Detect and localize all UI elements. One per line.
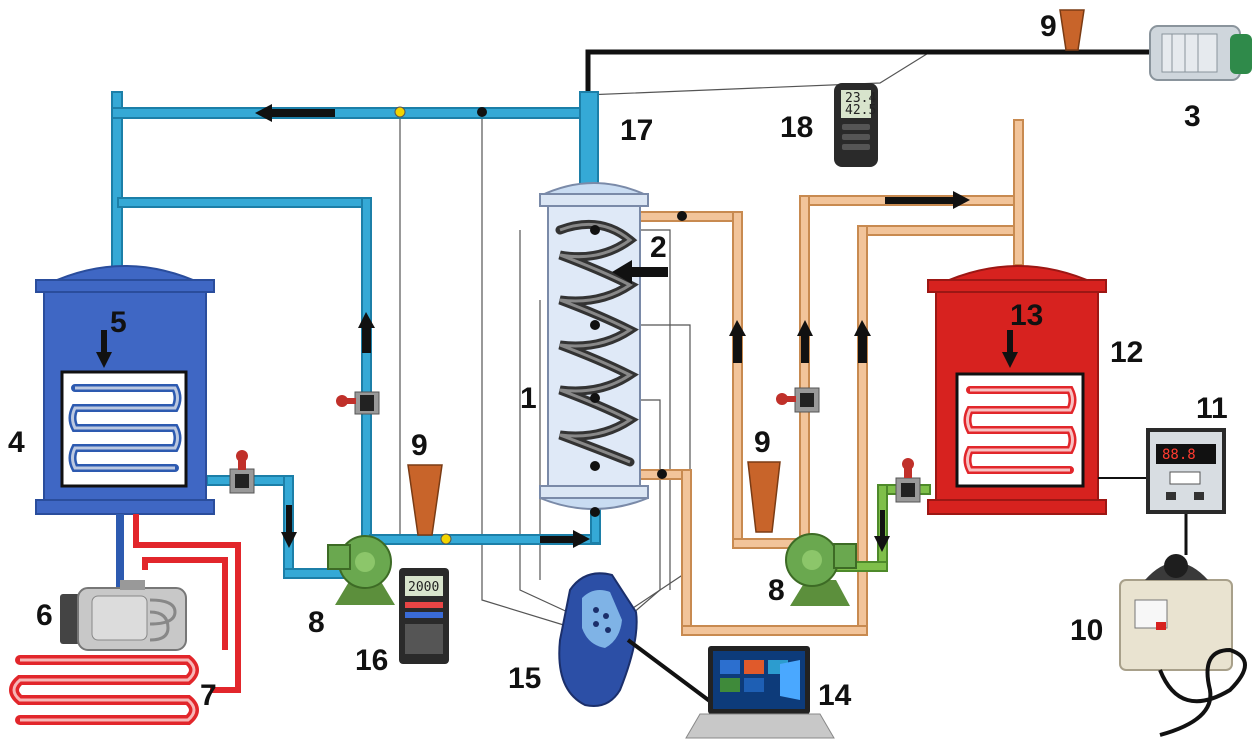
hot-tank-indicator-arrow — [1002, 330, 1018, 368]
label-8-cold: 8 — [308, 606, 325, 639]
component-labels: 1 2 3 4 5 6 7 8 8 9 9 9 10 11 12 13 14 1… — [8, 10, 1228, 712]
temperature-controller: 88.8 — [1146, 428, 1226, 514]
label-8-hot: 8 — [768, 574, 785, 607]
hot-loop-valve — [776, 387, 820, 413]
heat-exchanger-column — [539, 182, 649, 517]
rotameter-air — [1059, 9, 1085, 51]
label-18: 18 — [780, 111, 813, 144]
label-12: 12 — [1110, 336, 1143, 369]
cold-flow-arrows — [255, 104, 590, 548]
thermometer-line-1: 23.4 — [845, 91, 876, 106]
air-blower — [1149, 25, 1252, 81]
label-17: 17 — [620, 114, 653, 147]
rotameter-hot — [747, 461, 781, 533]
handheld-thermometer: 23.4 42.5 — [834, 83, 878, 167]
compressor — [60, 580, 187, 651]
controller-reading: 88.8 — [1162, 447, 1196, 463]
label-9-hot: 9 — [754, 426, 771, 459]
sensor-junctions — [394, 106, 687, 545]
label-5: 5 — [110, 306, 127, 339]
label-3: 3 — [1184, 100, 1201, 133]
label-15: 15 — [508, 662, 541, 695]
label-16: 16 — [355, 644, 388, 677]
compressor-feed-line — [116, 514, 124, 589]
thermometer-line-2: 42.5 — [845, 103, 876, 118]
flowmeter-reading: 2000 — [408, 580, 439, 595]
label-1: 1 — [520, 382, 537, 415]
label-2: 2 — [650, 231, 667, 264]
hot-tank-outlet-arrow — [874, 510, 890, 552]
hot-flow-arrows — [729, 191, 970, 363]
cold-loop-valve — [336, 391, 380, 415]
label-4: 4 — [8, 426, 25, 459]
rotameter-cold — [407, 464, 443, 536]
label-6: 6 — [36, 599, 53, 632]
logger-cable — [626, 638, 717, 707]
cold-tank-valve — [229, 450, 255, 494]
laptop — [685, 646, 835, 739]
cold-water-tank — [35, 265, 215, 515]
digital-meter: 2000 — [399, 568, 449, 664]
coil-indicator-arrow — [612, 260, 668, 284]
label-7: 7 — [200, 679, 217, 712]
label-14: 14 — [818, 679, 852, 712]
variac — [1119, 554, 1247, 737]
label-13: 13 — [1010, 299, 1043, 332]
hot-water-tank — [927, 265, 1107, 515]
condenser-coil — [9, 655, 199, 725]
cold-tank-indicator-arrow — [96, 330, 112, 368]
label-10: 10 — [1070, 614, 1103, 647]
refrigerant-lines — [133, 514, 241, 693]
label-11: 11 — [1196, 392, 1228, 425]
label-9-air: 9 — [1040, 10, 1057, 43]
cold-loop-pump — [327, 535, 395, 605]
hot-tank-valve — [895, 458, 921, 503]
data-logger — [558, 572, 638, 707]
hot-loop-pump — [785, 533, 857, 606]
air-supply-line — [585, 49, 1150, 95]
label-9-cold: 9 — [411, 429, 428, 462]
